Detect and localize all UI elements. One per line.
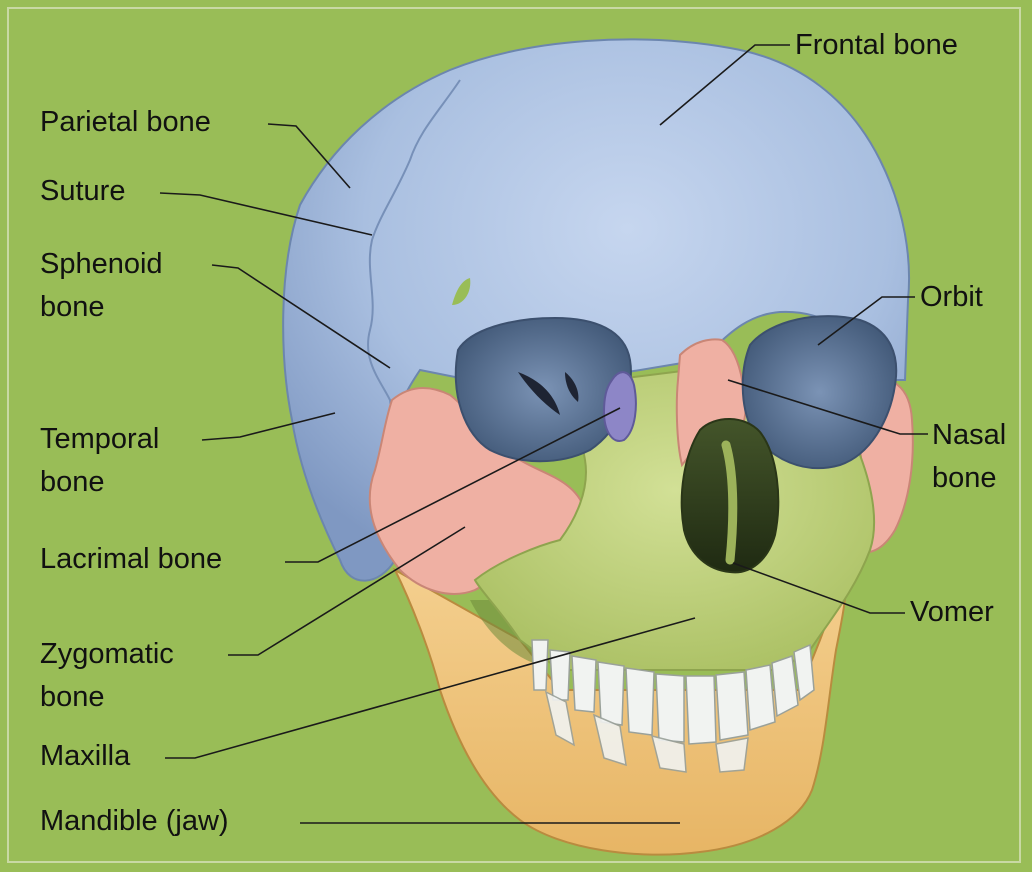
label-lacrimal-bone: Lacrimal bone [40,538,222,581]
label-vomer: Vomer [910,591,994,634]
label-sphenoid-bone: Sphenoid bone [40,243,163,329]
label-maxilla: Maxilla [40,735,130,778]
label-zygomatic-bone: Zygomatic bone [40,633,174,719]
label-nasal-bone: Nasal bone [932,414,1006,500]
label-orbit: Orbit [920,276,983,319]
label-mandible: Mandible (jaw) [40,800,229,843]
label-suture: Suture [40,170,125,213]
label-frontal-bone: Frontal bone [795,24,958,67]
label-temporal-bone: Temporal bone [40,418,159,504]
label-parietal-bone: Parietal bone [40,101,211,144]
